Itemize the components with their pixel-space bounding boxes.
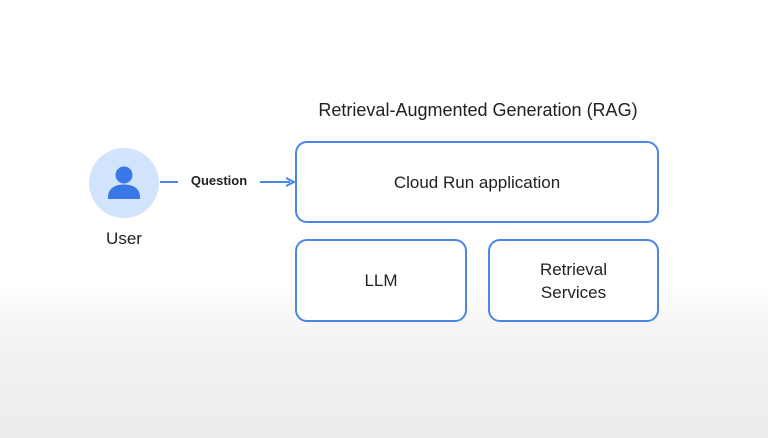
user-avatar <box>89 148 159 218</box>
llm-box: LLM <box>295 239 467 322</box>
question-label: Question <box>190 173 248 188</box>
retrieval-services-box: Retrieval Services <box>488 239 659 322</box>
retrieval-services-label-line1: Retrieval <box>539 259 608 279</box>
cloud-run-app-label: Cloud Run application <box>393 172 561 192</box>
cloud-run-app-box: Cloud Run application <box>295 141 659 223</box>
retrieval-services-label: Retrieval Services <box>540 258 607 304</box>
arrowhead-icon <box>285 177 297 187</box>
retrieval-services-label-line2: Services <box>540 282 607 302</box>
llm-label: LLM <box>364 271 398 290</box>
diagram-title: Retrieval-Augmented Generation (RAG) <box>318 100 638 120</box>
person-icon <box>108 166 140 199</box>
user-label: User <box>106 229 142 248</box>
